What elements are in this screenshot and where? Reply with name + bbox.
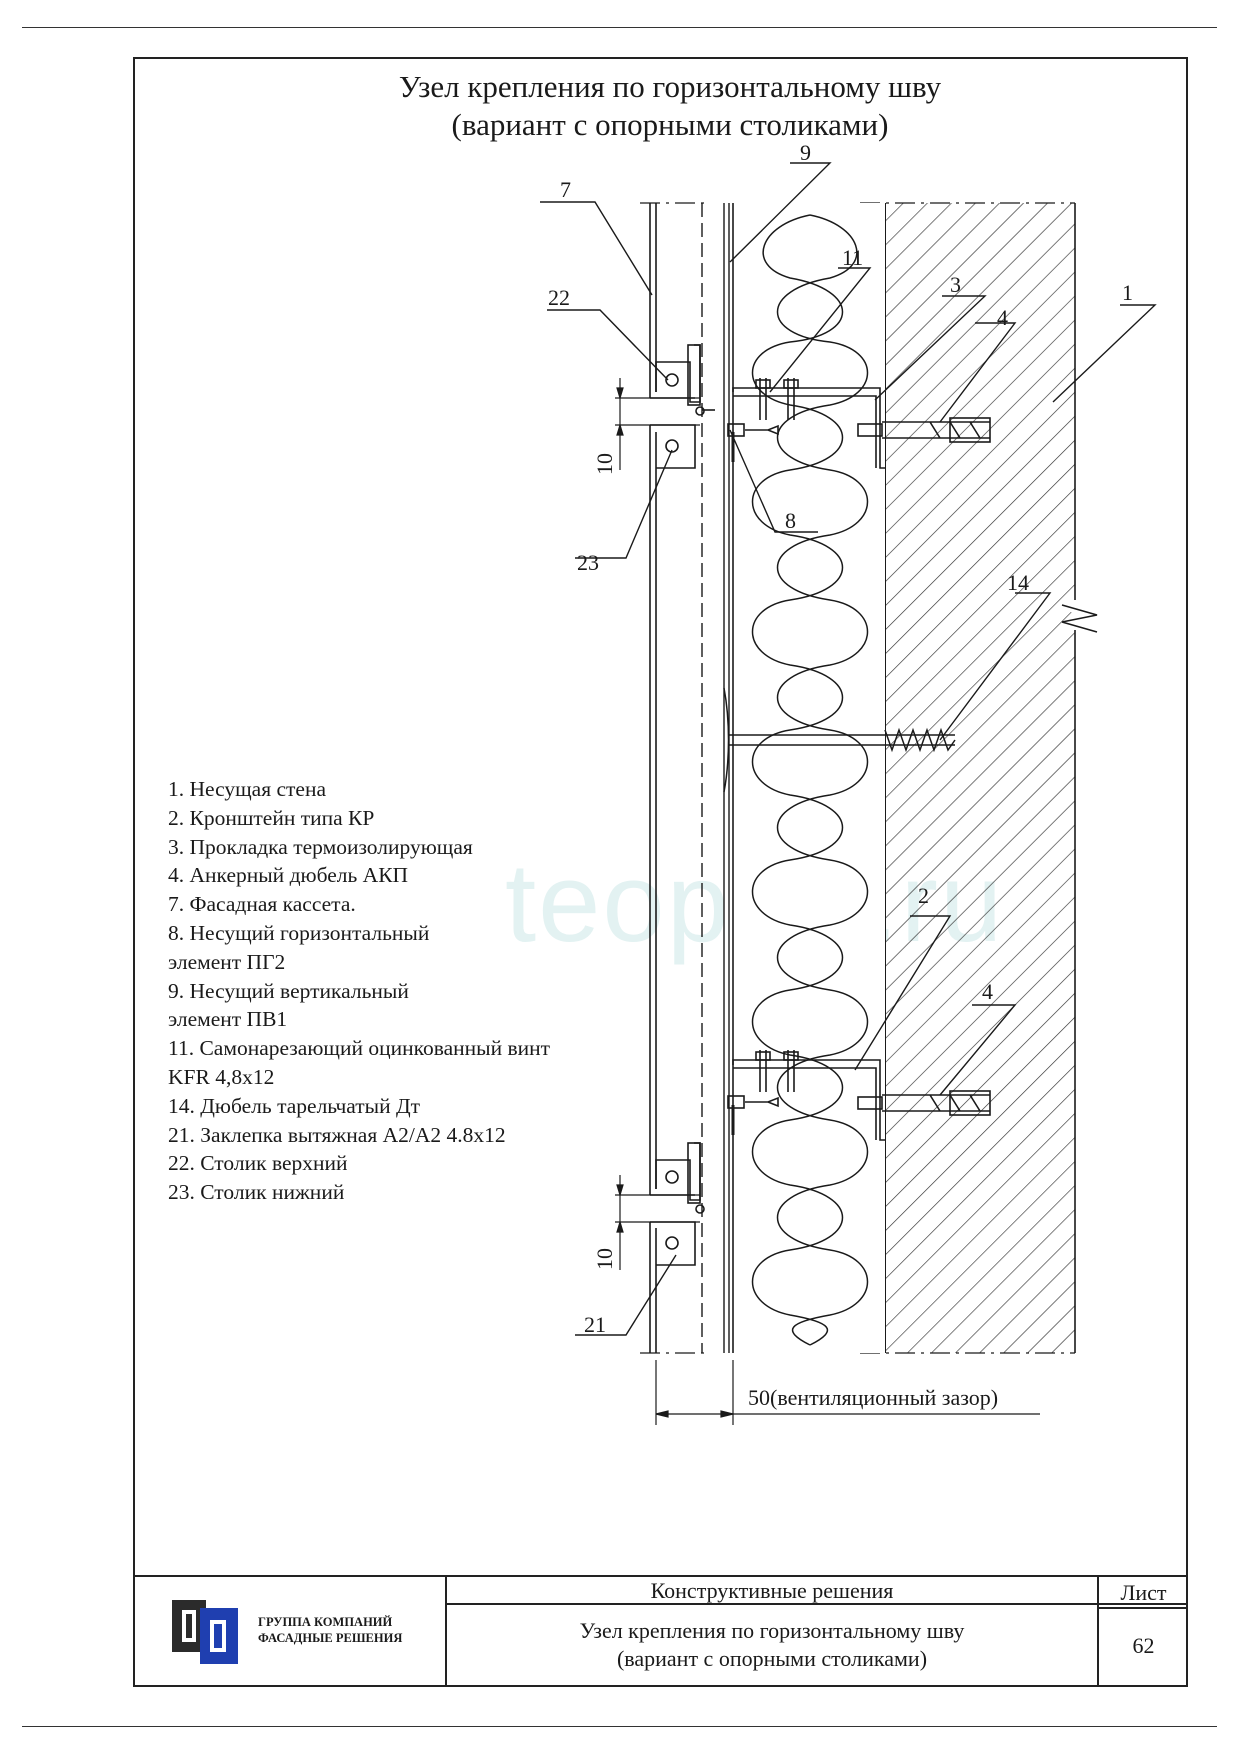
bottom-rule [22, 1726, 1217, 1727]
upper-bracket [727, 378, 991, 469]
lower-bracket [727, 1050, 991, 1141]
title-block-section: Конструктивные решения [650, 1578, 894, 1603]
title-block-name-line1: Узел крепления по горизонтальному шву [579, 1618, 965, 1643]
leader-lines [540, 162, 1157, 1336]
legend-item: 22. Столик верхний [168, 1151, 348, 1176]
callout-4-top: 4 [997, 305, 1008, 330]
title-block [133, 1575, 1188, 1687]
legend-item: 21. Заклепка вытяжная А2/А2 4.8х12 [168, 1122, 506, 1147]
dimension-gap-bottom: 10 [592, 1248, 617, 1270]
lower-joint [650, 1142, 705, 1266]
legend-item: 7. Фасадная кассета. [168, 892, 356, 917]
callout-21: 21 [584, 1312, 606, 1337]
title-block-divider-right [1097, 1575, 1099, 1687]
vertical-profile [701, 203, 730, 1353]
callout-11: 11 [842, 245, 863, 270]
facade-cassette [640, 202, 710, 1354]
title-block-name-line2: (вариант с опорными столиками) [616, 1646, 928, 1671]
company-logo [172, 1600, 238, 1664]
title-block-sheet-label: Лист [1120, 1580, 1167, 1605]
callout-4-bottom: 4 [982, 979, 993, 1004]
company-name-line2: ФАСАДНЫЕ РЕШЕНИЯ [258, 1631, 403, 1645]
upper-joint [650, 344, 715, 469]
legend-item: 23. Столик нижний [168, 1180, 345, 1205]
dimension-marks [615, 378, 1040, 1425]
legend-item: 14. Дюбель тарельчатый Дт [168, 1093, 421, 1118]
legend-item: 2. Кронштейн типа КР [168, 805, 375, 830]
callout-9: 9 [800, 140, 811, 165]
drawing-frame [133, 57, 1188, 1687]
drawing-title-line1: Узел крепления по горизонтальному шву [398, 69, 942, 104]
legend-item: 9. Несущий вертикальный [168, 978, 409, 1003]
legend-item: 1. Несущая стена [168, 777, 327, 801]
legend: 1. Несущая стена 2. Кронштейн типа КР 3.… [168, 775, 550, 1207]
bearing-wall [860, 202, 1098, 1354]
legend-item: 4. Анкерный дюбель АКП [168, 863, 409, 888]
legend-item: элемент ПГ2 [168, 949, 286, 974]
top-rule [22, 27, 1217, 28]
callout-3: 3 [950, 272, 961, 297]
callout-22: 22 [548, 285, 570, 310]
legend-item: элемент ПВ1 [168, 1007, 288, 1032]
title-block-divider-left [445, 1575, 447, 1687]
legend-item: 3. Прокладка термоизолирующая [168, 834, 473, 859]
callout-14: 14 [1007, 570, 1029, 595]
callout-1: 1 [1122, 280, 1133, 305]
dimension-ventilation: 50(вентиляционный зазор) [748, 1385, 998, 1410]
title-block-row-divider [445, 1603, 1188, 1605]
company-name-line1: ГРУППА КОМПАНИЙ [258, 1615, 393, 1629]
callout-2: 2 [918, 883, 929, 908]
sheet-label-divider [1097, 1607, 1188, 1609]
callout-23: 23 [577, 550, 599, 575]
drawing-title-line2: (вариант с опорными столиками) [451, 107, 889, 142]
plate-dowel [723, 687, 956, 793]
insulation-layer [732, 203, 885, 1353]
legend-item: 8. Несущий горизонтальный [168, 920, 430, 945]
legend-item: KFR 4,8х12 [168, 1064, 275, 1089]
title-block-sheet-number: 62 [1132, 1633, 1155, 1658]
callout-7: 7 [560, 177, 571, 202]
callout-8: 8 [785, 508, 796, 533]
dimension-gap-top: 10 [592, 453, 617, 475]
legend-item: 11. Самонарезающий оцинкованный винт [168, 1036, 551, 1061]
